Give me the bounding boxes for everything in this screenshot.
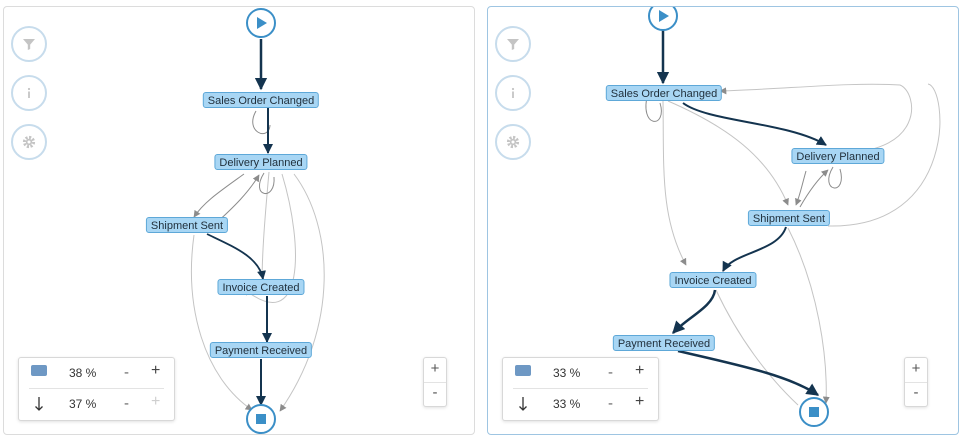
edge-delivery-to-shipment [193,173,245,218]
edge-shipment-to-end [787,227,830,404]
activities-minus-button[interactable]: - [608,364,613,381]
edge-shipment-back-to-sales-order [827,83,941,227]
legend-divider [29,388,164,389]
connections-row: 37 % - + [19,389,174,419]
process-map-panel-right: Sales Order Changed Delivery Planned Shi… [487,6,959,435]
node-sales-order-changed[interactable]: Sales Order Changed [605,85,723,101]
activities-row: 33 % - + [503,358,658,388]
node-payment-received[interactable]: Payment Received [612,335,716,351]
connections-plus-button[interactable]: + [635,393,645,410]
activities-minus-button[interactable]: - [124,364,129,381]
edge-invoice-to-end [715,289,799,406]
activity-box-icon [31,365,47,376]
edge-delivery-to-shipment [795,170,807,206]
node-shipment-sent[interactable]: Shipment Sent [145,217,229,233]
connections-minus-button[interactable]: - [124,395,129,412]
info-button[interactable] [11,75,47,111]
gear-icon [22,135,36,149]
edge-shipment-to-invoice [722,226,787,272]
connections-percent: 37 % [69,397,97,411]
filter-icon [507,39,519,50]
edge-sales-order-to-delivery [682,102,827,146]
edge-sales-order-to-invoice [662,100,687,266]
edge-shipment-to-invoice [206,233,266,280]
legend-panel: 38 % - + 37 % - + [18,357,175,421]
edge-shipment-to-delivery [799,169,829,208]
node-shipment-sent[interactable]: Shipment Sent [747,210,831,226]
filter-button[interactable] [495,26,531,62]
zoom-out-button[interactable]: - [432,384,438,401]
end-node[interactable] [799,397,829,427]
edge-invoice-to-payment [672,289,717,334]
loop-delivery [828,166,842,189]
node-delivery-planned[interactable]: Delivery Planned [791,148,885,164]
end-node[interactable] [246,404,276,434]
process-map-panel-left: Sales Order Changed Delivery Planned Shi… [3,6,475,435]
connections-minus-button[interactable]: - [608,395,613,412]
info-button[interactable] [495,75,531,111]
connections-plus-button[interactable]: + [151,393,161,410]
loop-sales-order [252,110,271,135]
settings-button[interactable] [11,124,47,160]
info-icon [511,87,515,98]
activities-plus-button[interactable]: + [635,362,645,379]
activity-box-icon [515,365,531,376]
arrow-down-icon [35,397,43,411]
loop-delivery [258,172,275,195]
loop-sales-order [645,92,662,122]
play-icon [659,10,669,22]
edge-payment-to-end [677,349,820,397]
legend-divider [513,388,648,389]
zoom-in-button[interactable]: + [424,358,446,383]
activities-row: 38 % - + [19,358,174,388]
edge-delivery-to-invoice [243,173,296,303]
process-graph-right [645,23,941,406]
activities-percent: 38 % [69,366,97,380]
zoom-in-button[interactable]: + [905,358,927,383]
node-invoice-created[interactable]: Invoice Created [669,272,757,288]
start-node[interactable] [648,7,678,31]
activities-plus-button[interactable]: + [151,362,161,379]
zoom-control: + - [904,357,928,407]
edge-delivery-to-sales-order [719,83,913,154]
stop-icon [256,414,266,424]
edge-delivery-to-invoice-direct [261,171,270,286]
edge-shipment-to-end [191,234,253,411]
filter-icon [23,39,35,50]
play-icon [257,17,267,29]
zoom-control: + - [423,357,447,407]
info-icon [27,87,31,98]
gear-icon [506,135,520,149]
node-payment-received[interactable]: Payment Received [209,342,313,358]
edge-sales-order-to-shipment [667,100,789,206]
activities-percent: 33 % [553,366,581,380]
node-delivery-planned[interactable]: Delivery Planned [214,154,308,170]
arrow-down-icon [519,397,527,411]
zoom-out-button[interactable]: - [913,384,919,401]
node-invoice-created[interactable]: Invoice Created [217,279,305,295]
edge-delivery-to-end [279,173,325,412]
legend-panel: 33 % - + 33 % - + [502,357,659,421]
filter-button[interactable] [11,26,47,62]
settings-button[interactable] [495,124,531,160]
node-sales-order-changed[interactable]: Sales Order Changed [202,92,320,108]
connections-row: 33 % - + [503,389,658,419]
start-node[interactable] [246,8,276,38]
connections-percent: 33 % [553,397,581,411]
stop-icon [809,407,819,417]
